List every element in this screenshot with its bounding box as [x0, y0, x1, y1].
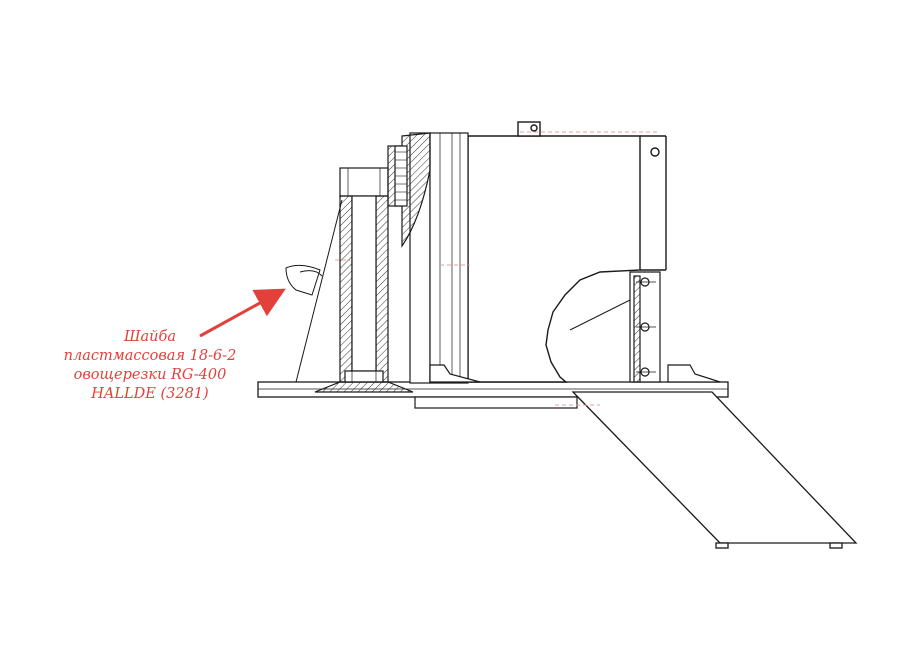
housing-front-walls: [409, 132, 469, 384]
callout-line-1: Шайба: [123, 329, 177, 345]
callout-line-2: пластмассовая 18-6-2: [63, 348, 237, 364]
shaft-assembly: [314, 132, 431, 393]
callout-line-4: HALLDE (3281): [91, 386, 209, 402]
bottom-plate: [414, 396, 578, 409]
feed-chute-lines: [285, 199, 343, 383]
housing: [467, 121, 667, 383]
output-tray: [571, 391, 858, 549]
callout-line-3: овощерезки RG-400: [73, 367, 227, 383]
ghost-lines: [335, 131, 660, 406]
foot-blocks: [429, 364, 721, 383]
callout-arrow: [199, 288, 286, 338]
side-bracket: [569, 271, 661, 383]
part-callout: Шайба пластмассовая 18-6-2 овощерезки RG…: [28, 328, 272, 404]
